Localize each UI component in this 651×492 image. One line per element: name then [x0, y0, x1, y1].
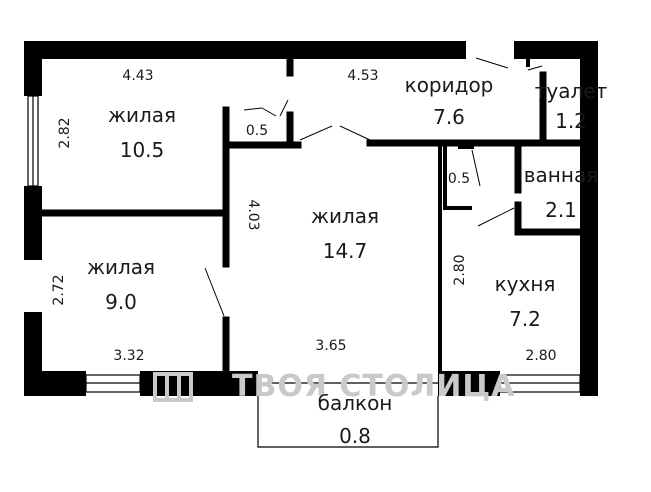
room-corridor-area: 7.6 [433, 105, 465, 129]
dim-kitchen-width: 2.80 [525, 348, 556, 364]
balcony-outline [257, 396, 439, 448]
room-corridor-name: коридор [405, 73, 494, 97]
wall-left-upper [24, 41, 42, 96]
dim-living3-width: 3.32 [113, 348, 144, 364]
room-living-3-name: жилая [87, 255, 155, 279]
room-living-2-area: 14.7 [323, 239, 368, 263]
wall-top-left [24, 41, 466, 59]
dim-living1-depth: 2.82 [57, 117, 73, 148]
room-kitchen-name: кухня [495, 272, 556, 296]
room-balcony-name: балкон [318, 391, 393, 415]
room-balcony-area: 0.8 [339, 424, 371, 448]
wall-bottom-4 [580, 371, 598, 396]
wall-bottom-1 [24, 371, 86, 396]
room-bathroom-area: 2.1 [545, 198, 577, 222]
closet-left-area: 0.5 [246, 123, 268, 139]
wall-right [580, 41, 598, 396]
dim-living2-width: 4.53 [347, 68, 378, 84]
watermark: ТВОЯ СТОЛИЦА [153, 369, 515, 404]
room-toilet-name: туалет [535, 79, 608, 103]
dimension-labels: 4.43 4.53 2.82 4.03 2.72 3.32 3.65 2.80 … [51, 68, 557, 364]
watermark-text: ТВОЯ СТОЛИЦА [232, 369, 515, 404]
wall-top-right [514, 41, 598, 59]
room-living-1-name: жилая [108, 103, 176, 127]
room-living-3-area: 9.0 [105, 290, 137, 314]
dim-living3-depth: 2.72 [51, 274, 67, 305]
interior-walls [38, 55, 584, 376]
room-living-1-area: 10.5 [120, 138, 165, 162]
closet-right-area: 0.5 [448, 171, 470, 187]
room-living-2-name: жилая [311, 204, 379, 228]
dim-kitchen-depth: 2.80 [452, 254, 468, 285]
dim-living1-width: 4.43 [122, 68, 153, 84]
watermark-logo [153, 372, 193, 402]
room-bathroom-name: ванная [524, 163, 598, 187]
dim-living2-depth: 4.03 [245, 199, 261, 230]
windows [27, 95, 581, 393]
door-swings [204, 57, 543, 317]
wall-bottom-3 [438, 371, 500, 396]
outer-walls [24, 41, 598, 396]
dim-living2-bottom: 3.65 [315, 338, 346, 354]
room-labels: жилая 10.5 жилая 14.7 жилая 9.0 коридор … [87, 73, 608, 448]
room-toilet-area: 1.2 [555, 109, 587, 133]
room-kitchen-area: 7.2 [509, 307, 541, 331]
wall-left-middle [24, 186, 42, 260]
